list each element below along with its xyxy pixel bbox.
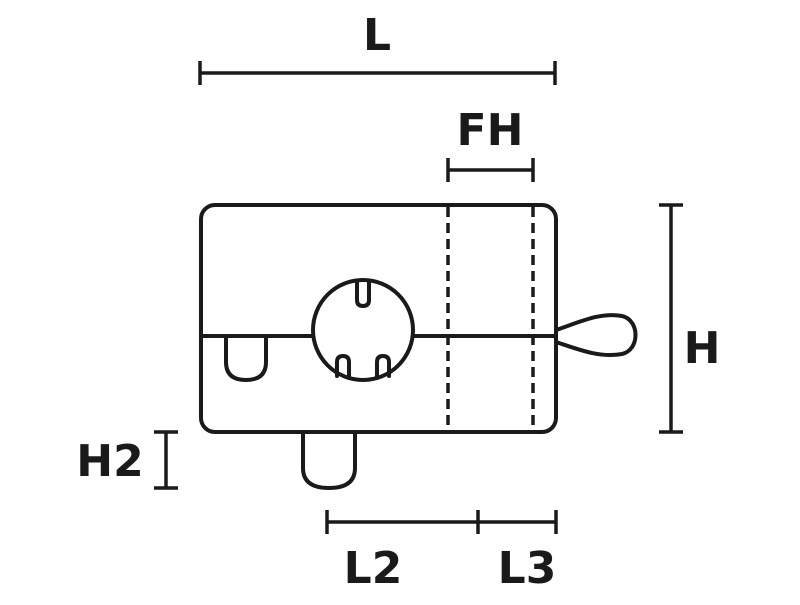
dimension-fh: FH: [446, 105, 535, 182]
label-h2: H2: [76, 436, 143, 487]
label-l3: L3: [498, 543, 557, 594]
bore-notch-top: [355, 280, 371, 308]
bore-notch-bottom-left: [335, 354, 351, 380]
label-fh: FH: [457, 105, 524, 156]
clamp-body: [199, 203, 638, 490]
dimension-l2-l3: L2 L3: [325, 510, 558, 594]
strap-loop: [554, 313, 638, 358]
dimension-h: H: [659, 203, 721, 434]
label-h: H: [684, 323, 721, 374]
mounting-foot: [301, 430, 357, 490]
bore-circle: [311, 278, 415, 382]
slot-lower-left: [224, 334, 268, 382]
dimension-h2: H2: [76, 430, 178, 490]
clamp-outline: [199, 203, 558, 434]
bore-notch-bottom-right: [375, 354, 391, 380]
label-l: L: [363, 10, 391, 61]
label-l2: L2: [344, 543, 403, 594]
dimension-l: L: [198, 10, 557, 85]
